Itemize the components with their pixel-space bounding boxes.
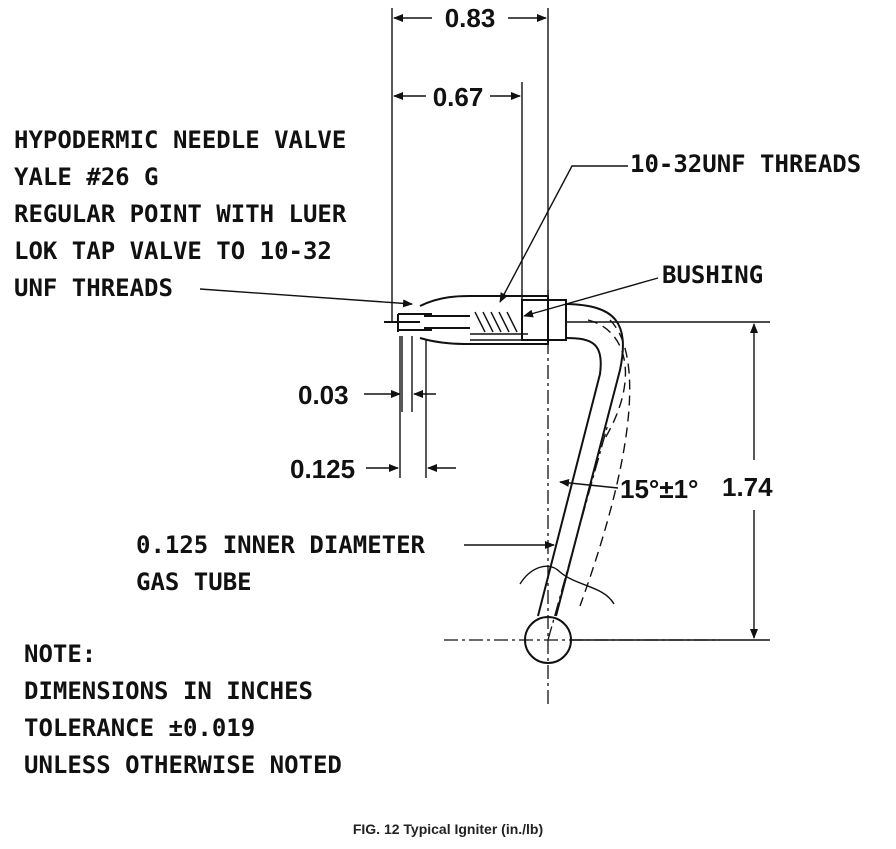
figure-caption: FIG. 12 Typical Igniter (in./lb)	[353, 821, 543, 837]
bushing-label: BUSHING	[662, 261, 763, 289]
dimension-0-125: 0.125	[290, 336, 456, 484]
dim-overall-width: 0.83	[445, 3, 496, 33]
needle-valve-line-1: HYPODERMIC NEEDLE VALVE	[14, 126, 346, 154]
threads-callout: 10-32UNF THREADS	[499, 150, 861, 303]
dim-wall: 0.03	[298, 380, 349, 410]
dimension-0-67: 0.67	[393, 82, 523, 300]
gas-tube-line-1: 0.125 INNER DIAMETER	[136, 531, 426, 559]
dimension-angle: 15°±1°	[559, 474, 698, 504]
dim-inner-width: 0.67	[433, 82, 484, 112]
threads-label: 10-32UNF THREADS	[630, 150, 861, 178]
dimension-1-74: 1.74	[566, 321, 773, 641]
dim-height: 1.74	[722, 472, 773, 502]
dim-tube-od: 0.125	[290, 454, 355, 484]
note-block: NOTE: DIMENSIONS IN INCHES TOLERANCE ±0.…	[24, 640, 342, 779]
dimension-0-83: 0.83	[391, 3, 549, 322]
note-line-3: TOLERANCE ±0.019	[24, 714, 255, 742]
needle-valve-line-2: YALE #26 G	[14, 163, 159, 191]
thread-hatch	[470, 311, 528, 341]
dimension-0-03: 0.03	[298, 336, 436, 412]
needle-valve-line-5: UNF THREADS	[14, 274, 173, 302]
needle-valve-line-3: REGULAR POINT WITH LUER	[14, 200, 347, 228]
note-line-1: NOTE:	[24, 640, 96, 668]
note-line-2: DIMENSIONS IN INCHES	[24, 677, 313, 705]
note-line-4: UNLESS OTHERWISE NOTED	[24, 751, 342, 779]
needle-valve-callout: HYPODERMIC NEEDLE VALVE YALE #26 G REGUL…	[14, 126, 413, 308]
gas-tube-callout: 0.125 INNER DIAMETER GAS TUBE	[136, 531, 555, 596]
bushing-callout: BUSHING	[523, 261, 763, 318]
needle-valve-line-4: LOK TAP VALVE TO 10-32	[14, 237, 332, 265]
dim-angle: 15°±1°	[620, 474, 698, 504]
gas-tube-line-2: GAS TUBE	[136, 568, 252, 596]
